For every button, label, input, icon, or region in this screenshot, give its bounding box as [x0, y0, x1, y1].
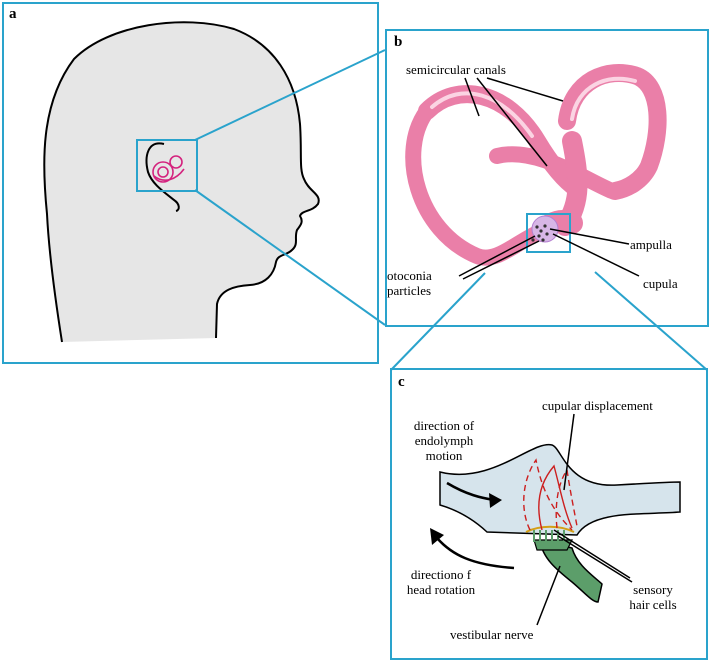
- head-illustration: [43, 21, 320, 343]
- otoconia-dots: [531, 224, 549, 242]
- endolymph-arrow: [446, 481, 502, 508]
- cupula-outlines: [523, 458, 578, 531]
- vestibular-nerve-shape: [539, 539, 603, 603]
- crista-base: [525, 525, 575, 533]
- zoom-box-a: [136, 139, 198, 192]
- label-vestibular-nerve: vestibular nerve: [450, 627, 534, 642]
- label-head-rotation: directiono f head rotation: [406, 567, 476, 597]
- head-silhouette: [43, 21, 320, 343]
- nerve-tip: [533, 539, 573, 551]
- inner-ear-illustration: [405, 64, 667, 280]
- ampulla-cross-section: [430, 413, 681, 626]
- panel-b-letter: b: [394, 34, 403, 50]
- label-cupula: cupula: [643, 276, 678, 291]
- leader-lines-b: [458, 77, 640, 280]
- panel-a-letter: a: [9, 6, 17, 22]
- leader-lines-c: [536, 413, 633, 626]
- labyrinth-highlights: [430, 76, 637, 138]
- panel-b: b semicircular c: [385, 29, 709, 327]
- label-endolymph-motion: direction of endolymph motion: [413, 418, 475, 463]
- panel-c: c c: [390, 368, 708, 660]
- label-ampulla: ampulla: [630, 237, 672, 252]
- ampulla-bulb: [531, 215, 559, 243]
- inner-ear-miniature: [152, 155, 185, 183]
- panel-a: a: [2, 2, 379, 364]
- head-rotation-arrow: [430, 528, 515, 570]
- ear-outline: [145, 142, 180, 212]
- label-semicircular-canals: semicircular canals: [406, 62, 506, 77]
- label-sensory-hair-cells: sensory hair cells: [629, 582, 677, 612]
- label-otoconia: otoconia particles: [387, 268, 432, 298]
- panel-c-letter: c: [398, 374, 405, 390]
- label-cupular-displacement: cupular displacement: [542, 398, 653, 413]
